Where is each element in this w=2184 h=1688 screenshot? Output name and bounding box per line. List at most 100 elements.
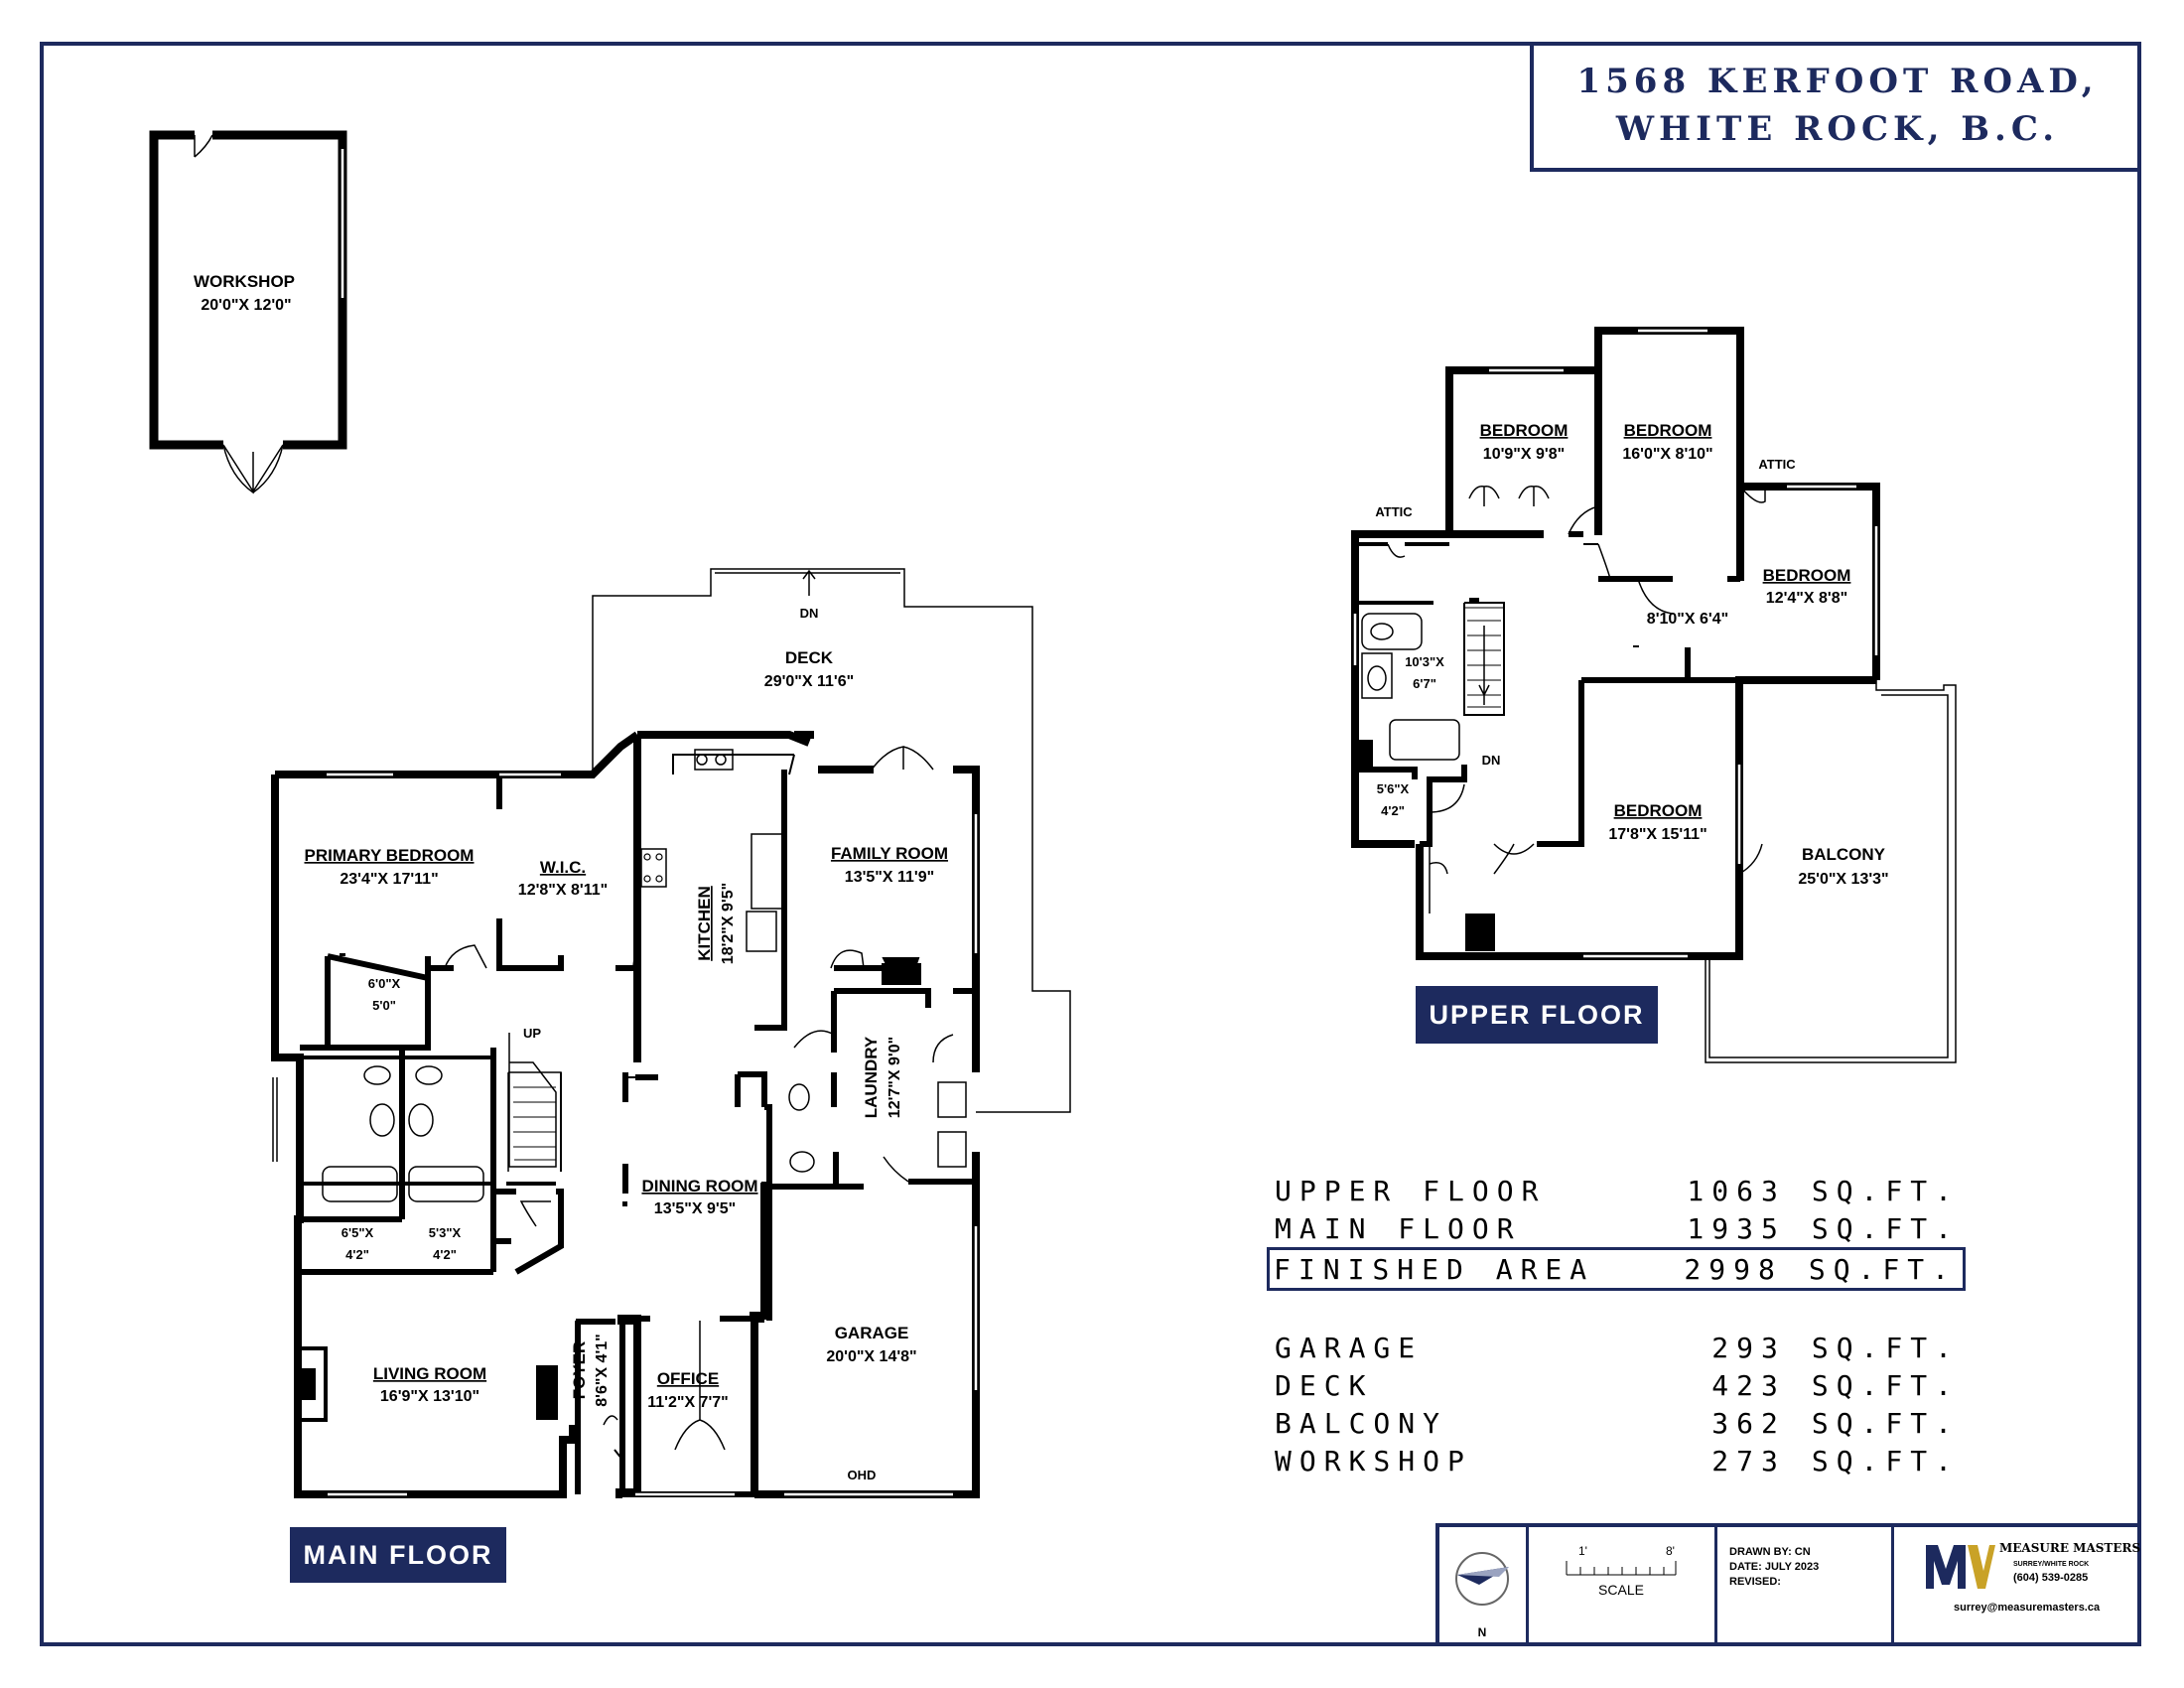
deck-stair-label: DN	[800, 606, 819, 621]
company-phone: (604) 539-0285	[2013, 1572, 2089, 1584]
office-label: OFFICE	[657, 1369, 719, 1388]
area-unit: SQ.FT.	[1811, 1444, 1960, 1477]
upper-floor-badge: UPPER FLOOR	[1416, 986, 1658, 1044]
area-value: 1935	[1687, 1211, 1786, 1245]
dining-room-label: DINING ROOM	[641, 1177, 757, 1196]
area-label: WORKSHOP	[1275, 1444, 1472, 1477]
north-arrow-cell: N	[1439, 1527, 1529, 1646]
area-unit: SQ.FT.	[1811, 1211, 1960, 1245]
upper-closet-dim-1: 5'6"X	[1377, 781, 1410, 796]
area-row-main: MAIN FLOOR 1935 SQ.FT.	[1271, 1209, 1966, 1247]
area-row-balcony: BALCONY 362 SQ.FT.	[1271, 1404, 1966, 1442]
closet-dim-1: 6'0"X	[368, 976, 401, 991]
primary-bedroom-label: PRIMARY BEDROOM	[305, 846, 475, 865]
upper-bedroom-3-label: BEDROOM	[1763, 566, 1851, 585]
main-stair-label: UP	[523, 1026, 541, 1041]
garage-label: GARAGE	[835, 1324, 909, 1342]
dining-room-dim: 13'5"X 9'5"	[654, 1200, 736, 1217]
area-unit: SQ.FT.	[1811, 1368, 1960, 1402]
scale-cell: 1' 8' SCALE	[1529, 1527, 1717, 1646]
drawing-date: DATE: JULY 2023	[1729, 1561, 1820, 1573]
upper-floor-plan	[1351, 327, 1957, 1063]
main-floor-plan	[271, 568, 1071, 1498]
upper-bath-dim-2: 6'7"	[1413, 676, 1436, 691]
workshop-plan	[149, 130, 347, 494]
area-label: GARAGE	[1275, 1331, 1424, 1364]
upper-bedroom-2-label: BEDROOM	[1624, 421, 1712, 440]
area-row-upper: UPPER FLOOR 1063 SQ.FT.	[1271, 1172, 1966, 1209]
upper-bedroom-1-label: BEDROOM	[1480, 421, 1569, 440]
bath1-dim-1: 6'5"X	[341, 1225, 374, 1240]
area-value: 273	[1711, 1444, 1786, 1477]
title-block-footer: N 1' 8' SCALE DRAWN BY: CN DATE: JULY 20…	[1435, 1523, 2141, 1646]
garage-door-label: OHD	[848, 1468, 877, 1482]
area-value: 362	[1711, 1406, 1786, 1440]
living-room-dim: 16'9"X 13'10"	[380, 1388, 479, 1405]
upper-bedroom-3-dim: 12'4"X 8'8"	[1766, 590, 1847, 607]
area-unit: SQ.FT.	[1808, 1252, 1957, 1286]
laundry-label: LAUNDRY	[862, 1036, 881, 1118]
upper-bedroom-4-label: BEDROOM	[1614, 801, 1703, 820]
bath1-dim-2: 4'2"	[345, 1247, 369, 1262]
foyer-dim: 8'6"X 4'1"	[594, 1334, 611, 1407]
company-logo-icon	[1926, 1545, 1995, 1589]
laundry-dim: 12'7"X 9'0"	[887, 1037, 903, 1118]
kitchen-dim: 18'2"X 9'5"	[720, 883, 737, 964]
living-room-label: LIVING ROOM	[373, 1364, 486, 1383]
area-label: MAIN FLOOR	[1275, 1211, 1522, 1245]
upper-hall-dim: 8'10"X 6'4"	[1647, 611, 1728, 628]
area-row-workshop: WORKSHOP 273 SQ.FT.	[1271, 1442, 1966, 1479]
area-row-finished: FINISHED AREA 2998 SQ.FT.	[1267, 1247, 1966, 1291]
area-unit: SQ.FT.	[1811, 1174, 1960, 1207]
company-cell: MEASURE MASTERS SURREY/WHITE ROCK (604) …	[1894, 1527, 2141, 1646]
attic-right-label: ATTIC	[1758, 457, 1796, 472]
office-dim: 11'2"X 7'7"	[647, 1394, 729, 1411]
upper-bedroom-2-dim: 16'0"X 8'10"	[1622, 446, 1712, 463]
balcony-dim: 25'0"X 13'3"	[1798, 871, 1888, 888]
closet-dim-2: 5'0"	[372, 998, 396, 1013]
attic-left-label: ATTIC	[1375, 504, 1413, 519]
family-room-dim: 13'5"X 11'9"	[845, 869, 934, 886]
address-line-1: 1568 KERFOOT ROAD,	[1576, 61, 2099, 101]
upper-bedroom-1-dim: 10'9"X 9'8"	[1483, 446, 1565, 463]
garage-dim: 20'0"X 14'8"	[826, 1348, 916, 1365]
company-region: SURREY/WHITE ROCK	[2013, 1561, 2090, 1568]
area-unit: SQ.FT.	[1811, 1406, 1960, 1440]
balcony-label: BALCONY	[1802, 845, 1886, 864]
upper-stair-label: DN	[1482, 753, 1501, 768]
area-label: UPPER FLOOR	[1275, 1174, 1547, 1207]
scale-start-label: 1'	[1578, 1544, 1587, 1558]
wic-label: W.I.C.	[540, 858, 586, 877]
area-unit: SQ.FT.	[1811, 1331, 1960, 1364]
foyer-label: FOYER	[570, 1341, 589, 1400]
scale-end-label: 8'	[1666, 1544, 1675, 1558]
north-arrow-icon: N	[1455, 1552, 1509, 1639]
upper-bedroom-4-dim: 17'8"X 15'11"	[1608, 826, 1706, 843]
area-label: DECK	[1275, 1368, 1374, 1402]
area-value: 1063	[1687, 1174, 1786, 1207]
scale-label: SCALE	[1598, 1582, 1644, 1598]
upper-bath-dim-1: 10'3"X	[1405, 654, 1444, 669]
area-value: 293	[1711, 1331, 1786, 1364]
workshop-dim: 20'0"X 12'0"	[201, 297, 291, 314]
kitchen-label: KITCHEN	[695, 886, 714, 961]
scale-bar: 1' 8' SCALE	[1566, 1544, 1677, 1598]
family-room-label: FAMILY ROOM	[831, 844, 948, 863]
area-row-garage: GARAGE 293 SQ.FT.	[1271, 1329, 1966, 1366]
company-email: surrey@measuremasters.ca	[1954, 1602, 2101, 1614]
primary-bedroom-dim: 23'4"X 17'11"	[340, 871, 438, 888]
area-label: BALCONY	[1275, 1406, 1448, 1440]
wic-dim: 12'8"X 8'11"	[518, 882, 608, 899]
area-value: 2998	[1684, 1252, 1783, 1286]
address-title-block: 1568 KERFOOT ROAD, WHITE ROCK, B.C.	[1530, 42, 2141, 172]
address-line-2: WHITE ROCK, B.C.	[1615, 108, 2060, 149]
drawing-info-cell: DRAWN BY: CN DATE: JULY 2023 REVISED:	[1717, 1527, 1894, 1646]
deck-label: DECK	[785, 648, 834, 667]
bath2-dim-1: 5'3"X	[429, 1225, 462, 1240]
area-label: FINISHED AREA	[1274, 1252, 1595, 1286]
main-floor-badge: MAIN FLOOR	[290, 1527, 506, 1583]
revised: REVISED:	[1729, 1576, 1781, 1588]
